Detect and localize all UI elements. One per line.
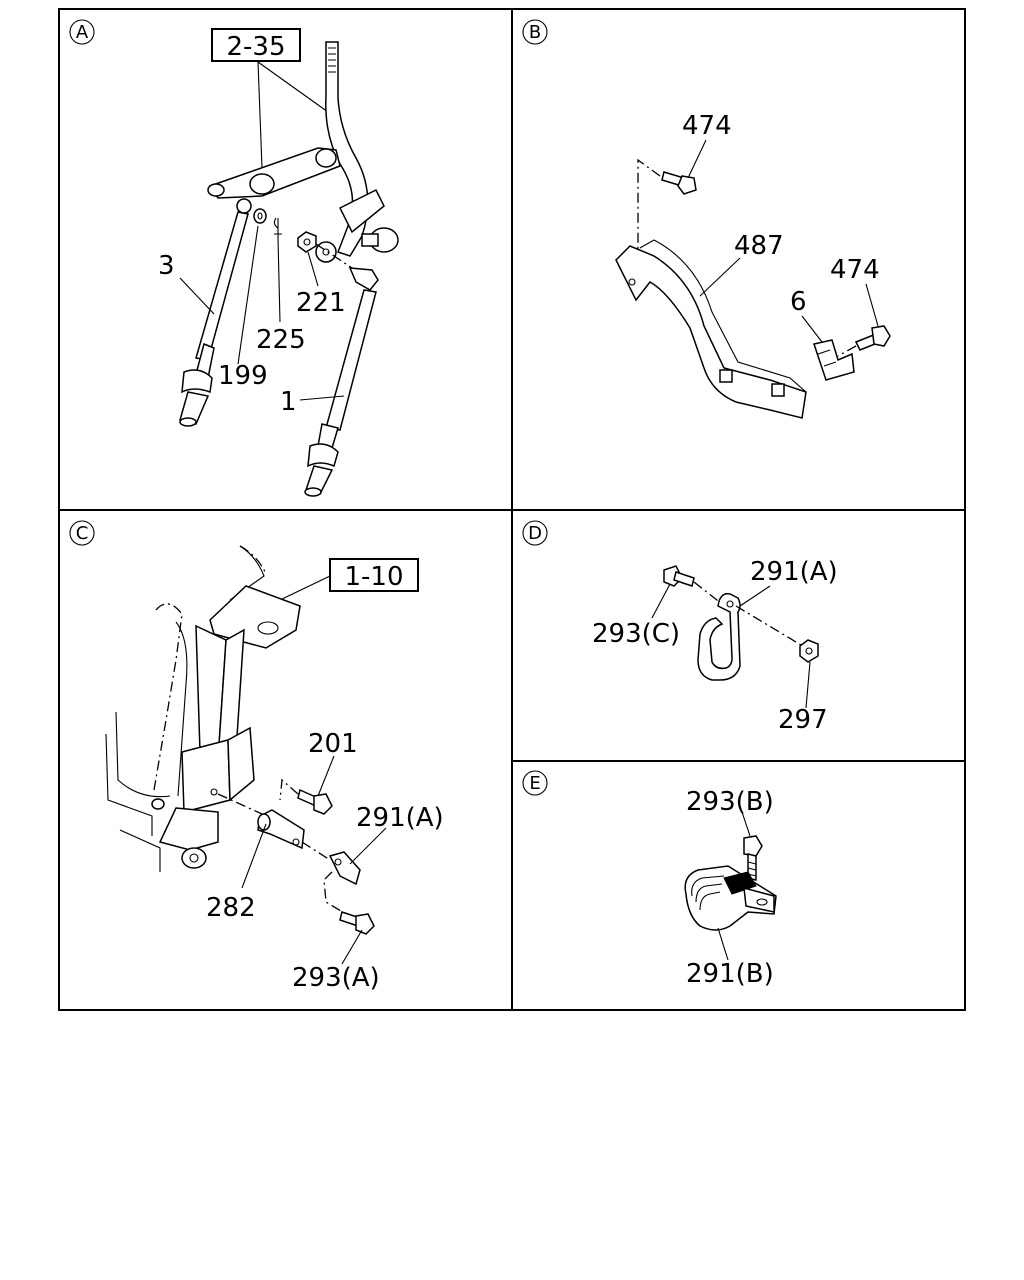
bolt-293a [339,911,375,935]
label-pin-225: 225 [256,325,306,355]
cable-3 [179,198,252,427]
section-c-refbox[interactable] [329,558,419,592]
label-nut-221: 221 [296,288,346,318]
label-clamp-291b: 291(B) [686,959,774,989]
section-e-letter: E [529,773,540,794]
section-a-refbox[interactable] [211,28,301,62]
body-frame [105,545,301,872]
section-e: E 293(B) 291(B) [522,770,777,989]
clip-291a-d [697,593,741,681]
section-b-marker [522,19,548,45]
label-clip-6: 6 [790,287,807,317]
label-bracket-282: 282 [206,893,256,923]
bolt-474-right [854,325,891,351]
clamp-291b [684,865,777,931]
label-bolt-474-right: 474 [830,255,880,285]
bolt-474-top [661,171,697,195]
label-clip-291a-c: 291(A) [356,803,444,833]
label-washer-199: 199 [218,361,268,391]
nut-297 [799,639,819,663]
section-a: A 2-35 [69,19,399,497]
label-bolt-474-top: 474 [682,111,732,141]
section-a-letter: A [76,22,89,43]
section-c-refbox-label[interactable]: 1-10 [344,562,403,592]
section-e-marker [522,770,548,796]
section-a-refbox-label[interactable]: 2-35 [226,32,285,62]
section-b: B 474 487 474 [522,19,891,419]
section-c: C 1-10 [69,520,444,993]
bracket-487 [615,239,807,419]
clip-291a-c [328,851,361,886]
section-c-marker [69,520,95,546]
label-cable-1: 1 [280,387,297,417]
clip-6 [813,339,855,381]
label-clip-291a-d: 291(A) [750,557,838,587]
pin-225 [273,217,282,238]
upper-link-arm [207,147,341,199]
washer-199 [253,208,267,224]
section-a-marker [69,19,95,45]
label-nut-297: 297 [778,705,828,735]
bolt-293c [663,565,695,587]
nut-221 [297,231,317,253]
section-c-letter: C [76,523,89,544]
shift-lever [315,41,399,263]
label-cable-3: 3 [158,251,175,281]
bolt-201 [297,788,333,815]
label-bracket-487: 487 [734,231,784,261]
bolt-293b [743,835,763,881]
label-bolt-201: 201 [308,729,358,759]
diagram-frame [58,8,966,1011]
label-bolt-293c: 293(C) [592,619,680,649]
section-b-letter: B [529,22,541,43]
section-d-marker [522,520,548,546]
section-d: D 291(A) 293(C) 297 [522,520,838,735]
label-bolt-293b: 293(B) [686,787,774,817]
label-bolt-293a: 293(A) [292,963,380,993]
section-d-letter: D [528,523,542,544]
bracket-282 [257,809,305,850]
cable-1 [304,267,379,497]
